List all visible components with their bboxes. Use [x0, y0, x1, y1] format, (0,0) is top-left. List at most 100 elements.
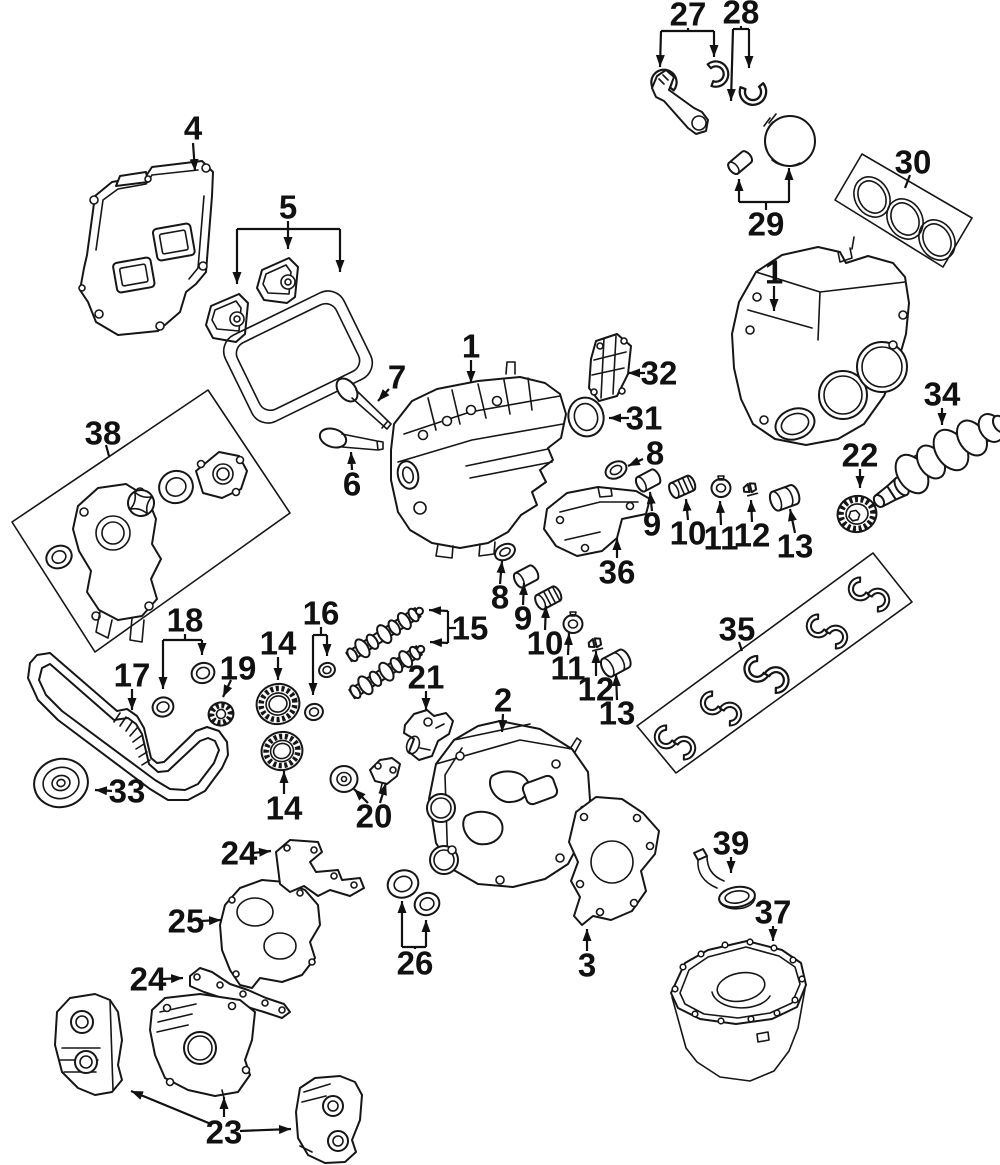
callout-12: 12: [734, 517, 771, 554]
part-37-oil-pan: [670, 938, 807, 1082]
callout-10: 10: [670, 515, 707, 552]
part-32-separator-plate: [588, 333, 632, 402]
part-19-idler-gear: [207, 701, 235, 727]
callout-14: 14: [260, 625, 297, 662]
leader-line-27: [655, 30, 665, 68]
leader-line-13: [611, 673, 621, 701]
callout-15: 15: [452, 610, 489, 647]
callout-21: 21: [408, 659, 445, 696]
part-21-tensioner-bracket: [403, 709, 454, 761]
leader-line-24: [252, 847, 272, 857]
part-15-camshafts: [345, 606, 426, 700]
callout-6: 6: [343, 466, 361, 503]
leader-line-25: [199, 916, 222, 926]
leader-line-15: [429, 638, 449, 648]
leader-line-10: [541, 605, 550, 631]
part-20-belt-tensioner: [329, 757, 401, 793]
leader-line-28: [726, 28, 736, 102]
callout-3: 3: [578, 947, 596, 984]
callout-22: 22: [842, 437, 879, 474]
part-3-head-gasket: [568, 796, 660, 926]
callout-10: 10: [527, 625, 564, 662]
leader-line-19: [222, 679, 233, 698]
callout-33: 33: [109, 773, 146, 810]
leader-line-9: [646, 491, 656, 512]
leader-line-4: [189, 142, 199, 172]
callout-26: 26: [397, 945, 434, 982]
leader-line-20: [353, 788, 369, 804]
callout-11: 11: [551, 650, 586, 687]
part-7-exhaust-valve: [335, 377, 392, 430]
callout-19: 19: [220, 650, 257, 687]
callout-9: 9: [514, 600, 532, 637]
callout-13: 13: [599, 695, 636, 732]
callout-23: 23: [206, 1114, 243, 1151]
part-36-oil-baffle: [543, 486, 651, 557]
callout-35: 35: [719, 611, 756, 648]
leader-line-23: [239, 1124, 292, 1134]
part-30-piston-ring-set: [834, 153, 973, 268]
callout-14: 14: [266, 790, 303, 827]
leader-line-35: [737, 641, 744, 652]
callout-39: 39: [713, 825, 750, 862]
callout-18: 18: [167, 602, 204, 639]
leader-line-2: [498, 713, 508, 733]
callout-13: 13: [777, 528, 814, 565]
part-38-oil-pump: [11, 389, 291, 653]
part-33-crankshaft-pulley: [33, 757, 89, 809]
leader-line-20: [378, 782, 388, 804]
callout-38: 38: [85, 415, 122, 452]
callout-11: 11: [704, 520, 739, 557]
part-39-oil-strainer: [693, 848, 756, 910]
callout-30: 30: [895, 144, 932, 181]
callout-1: 1: [462, 328, 480, 365]
part-34-crankshaft: [872, 413, 1000, 508]
leader-line-13: [788, 508, 797, 534]
part-6-intake-valve: [318, 427, 384, 451]
callout-17: 17: [114, 657, 151, 694]
callout-9: 9: [643, 506, 661, 543]
leader-line-8: [627, 456, 644, 467]
leader-line-9: [518, 582, 528, 606]
part-35-main-bearing-set: [636, 552, 913, 774]
callout-8: 8: [491, 579, 509, 616]
leader-line-8: [496, 560, 506, 585]
callout-25: 25: [168, 903, 205, 940]
leader-line-11: [716, 500, 725, 526]
callout-1: 1: [765, 254, 783, 291]
part-23-timing-covers: [54, 993, 363, 1164]
callout-5: 5: [279, 189, 297, 226]
part-1-crankcase-right: [731, 236, 910, 446]
part-4-valve-cover: [78, 160, 214, 336]
callout-27: 27: [670, 0, 707, 33]
callout-28: 28: [723, 0, 760, 31]
callout-36: 36: [599, 554, 636, 591]
leader-line-23: [130, 1089, 212, 1126]
part-2-cylinder-head: [426, 720, 591, 888]
leader-line-12: [747, 499, 757, 523]
part-5-valve-cover-gaskets: [205, 257, 374, 424]
callout-32: 32: [641, 355, 678, 392]
callout-8: 8: [646, 435, 664, 472]
leader-line-10: [682, 498, 692, 521]
part-26-sealing-rings: [386, 869, 441, 917]
leader-line-11: [563, 632, 573, 656]
callout-24: 24: [221, 835, 258, 872]
callout-16: 16: [303, 595, 340, 632]
part-24-cover-gaskets: [189, 839, 365, 1019]
callout-20: 20: [356, 798, 393, 835]
callout-2: 2: [494, 682, 512, 719]
part-16-cam-plugs: [304, 661, 336, 722]
callout-24: 24: [130, 961, 167, 998]
part-17-timing-belt: [27, 652, 229, 801]
leader-line-24: [161, 974, 184, 984]
callout-4: 4: [184, 110, 203, 147]
leader-line-30: [903, 174, 912, 189]
leader-line-6: [347, 451, 357, 471]
part-27-29-rod-piston: [649, 58, 816, 175]
leader-line-7: [377, 388, 390, 402]
leader-line-38: [104, 444, 111, 457]
